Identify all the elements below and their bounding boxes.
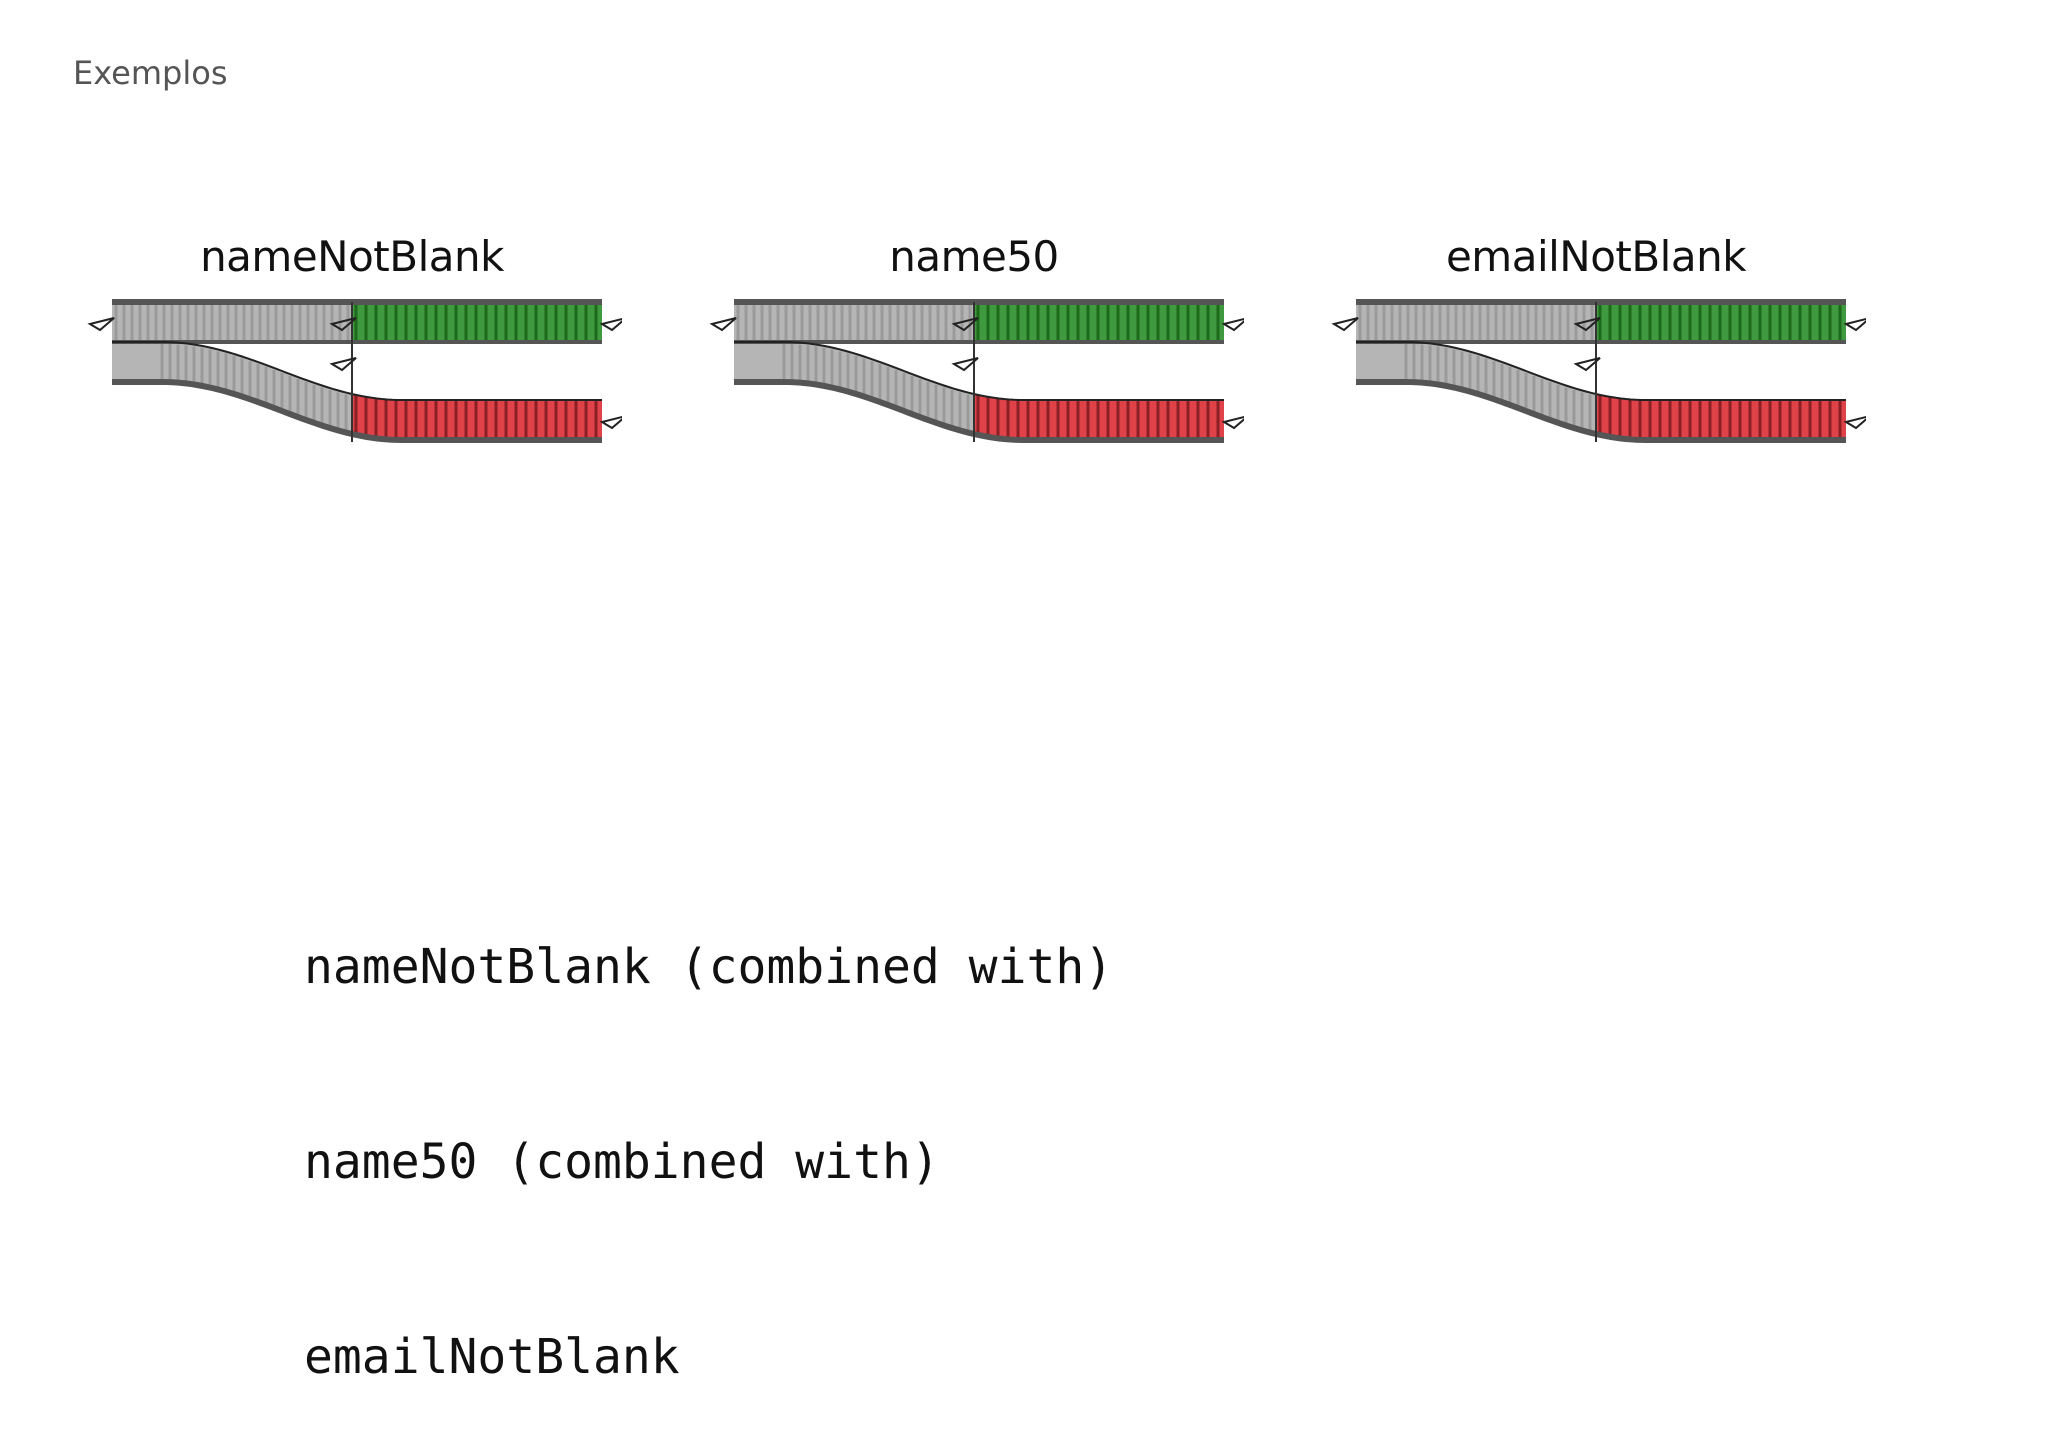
success-arrow xyxy=(1221,317,1244,332)
rail-bottom xyxy=(112,379,602,443)
input-ties xyxy=(736,304,972,431)
failure-arrow xyxy=(1843,415,1866,430)
success-arrow xyxy=(1843,317,1866,332)
railway-switch-name50: name50 xyxy=(704,232,1244,452)
input-ties xyxy=(114,304,350,431)
switch-point-arrow xyxy=(951,357,979,372)
switch-label: name50 xyxy=(889,232,1059,281)
success-ties xyxy=(976,302,1220,342)
code-line: nameNotBlank (combined with) xyxy=(304,939,1114,995)
input-branch-track xyxy=(1356,342,1596,435)
railway-switch-diagram xyxy=(709,299,1244,443)
railway-switch-diagram xyxy=(1331,299,1866,443)
input-track xyxy=(734,302,974,342)
input-ties xyxy=(1358,304,1594,431)
switch-label: nameNotBlank xyxy=(200,232,504,281)
rail-diverge xyxy=(734,341,1224,401)
input-arrow xyxy=(1331,317,1359,332)
failure-arrow xyxy=(599,415,622,430)
railway-switch-email-not-blank: emailNotBlank xyxy=(1326,232,1866,452)
input-arrow xyxy=(709,317,737,332)
input-arrow xyxy=(87,317,115,332)
success-ties xyxy=(354,302,598,342)
switch-point-arrow xyxy=(1573,317,1601,332)
switch-point-arrow xyxy=(329,357,357,372)
railway-switch-diagram xyxy=(87,299,622,443)
failure-ties xyxy=(976,394,1220,440)
switch-point-arrow xyxy=(951,317,979,332)
failure-ties xyxy=(1598,394,1842,440)
failure-arrow xyxy=(1221,415,1244,430)
input-branch-track xyxy=(734,342,974,435)
railway-switch-name-not-blank: nameNotBlank xyxy=(82,232,622,452)
switch-point-arrow xyxy=(1573,357,1601,372)
code-line: name50 (combined with) xyxy=(304,1134,940,1190)
rail-diverge xyxy=(112,341,602,401)
success-arrow xyxy=(599,317,622,332)
input-track xyxy=(1356,302,1596,342)
input-track xyxy=(112,302,352,342)
rail-bottom xyxy=(734,379,1224,443)
success-ties xyxy=(1598,302,1842,342)
switch-label: emailNotBlank xyxy=(1445,232,1747,281)
input-branch-track xyxy=(112,342,352,435)
rail-bottom xyxy=(1356,379,1846,443)
code-block: nameNotBlank (combined with) name50 (com… xyxy=(304,805,1113,1455)
failure-ties xyxy=(354,394,598,440)
rail-diverge xyxy=(1356,341,1846,401)
code-line: emailNotBlank xyxy=(304,1329,680,1385)
slide-title: Exemplos xyxy=(73,54,228,92)
switch-point-arrow xyxy=(329,317,357,332)
